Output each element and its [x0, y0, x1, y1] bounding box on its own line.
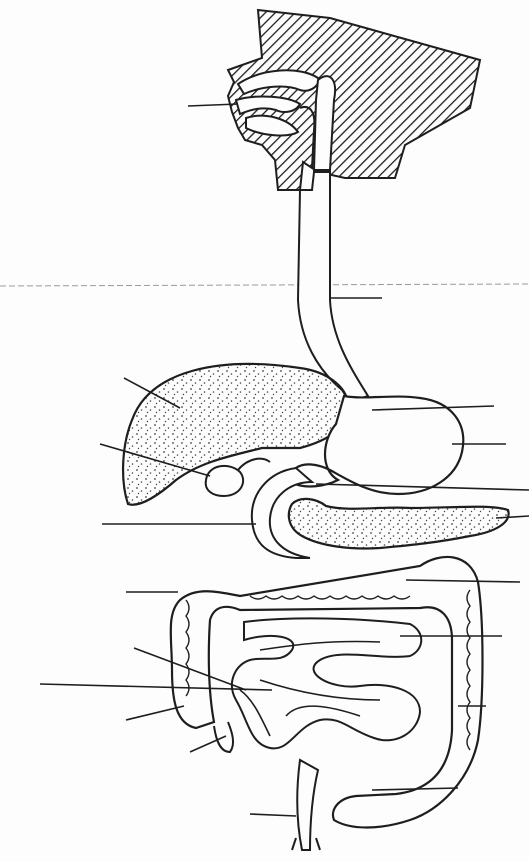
- head-section: [228, 10, 480, 190]
- small-intestine: [232, 618, 421, 748]
- label-line-appendix: [126, 706, 184, 720]
- pancreas: [289, 499, 509, 549]
- esophagus: [298, 172, 368, 402]
- label-line-rectum: [250, 814, 296, 816]
- rectum: [297, 760, 318, 850]
- gallbladder: [206, 466, 243, 496]
- scan-line: [0, 284, 529, 286]
